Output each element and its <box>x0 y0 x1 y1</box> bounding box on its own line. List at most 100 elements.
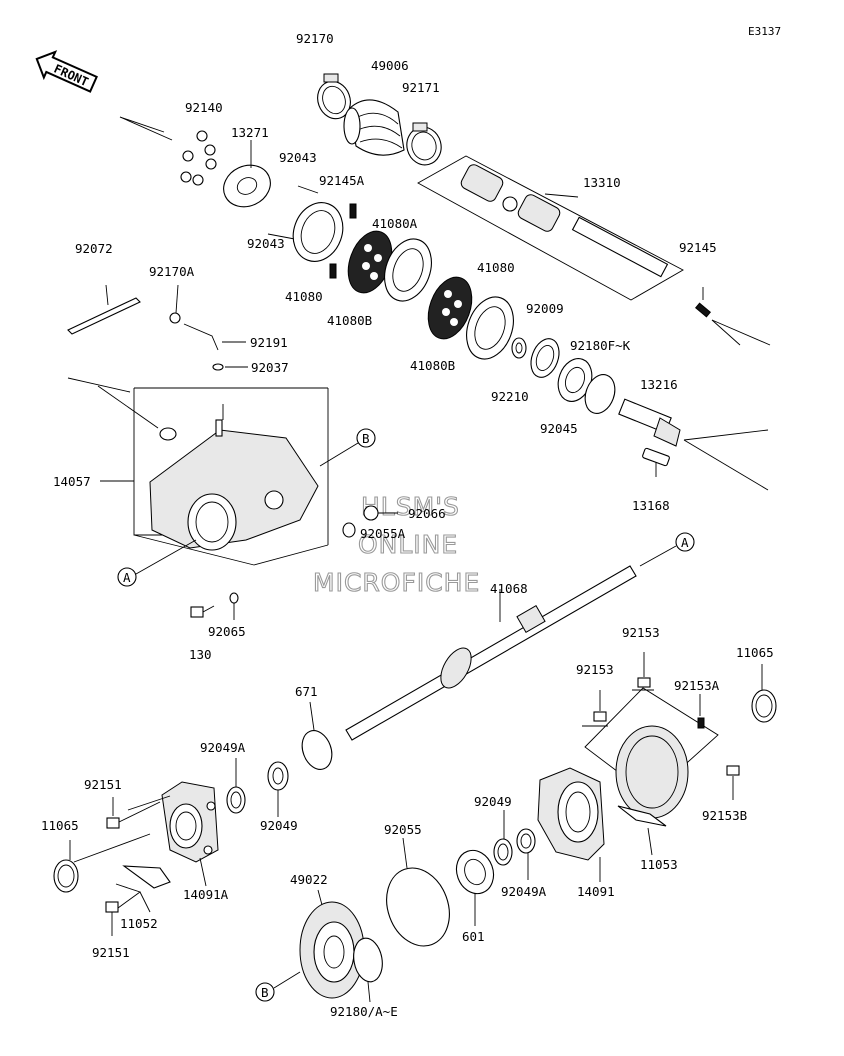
label-92055a: 92055A <box>360 526 406 541</box>
label-671: 671 <box>295 684 318 699</box>
label-41080-r: 41080 <box>477 260 515 275</box>
pins-92140 <box>119 116 217 186</box>
bolt-92170a <box>169 284 181 324</box>
bolt-92151b <box>105 901 119 936</box>
label-92171: 92171 <box>402 80 440 95</box>
seal-92049a-r <box>516 828 536 880</box>
label-11065-r: 11065 <box>736 645 774 660</box>
plate-41080-l <box>292 202 344 262</box>
label-92037: 92037 <box>251 360 289 375</box>
plate-41080a <box>384 238 432 302</box>
label-92151a: 92151 <box>84 777 122 792</box>
bolt-92153-a <box>632 652 654 691</box>
oring-92055a <box>342 522 356 538</box>
label-14091a: 14091A <box>183 887 229 902</box>
label-92145: 92145 <box>679 240 717 255</box>
front-arrow-icon: FRONT <box>35 50 98 93</box>
label-13310: 13310 <box>583 175 621 190</box>
bolt-92066 <box>363 505 398 521</box>
oring-92037 <box>212 363 248 371</box>
label-92045: 92045 <box>540 421 578 436</box>
pinion-13216 <box>618 398 769 491</box>
label-11053: 11053 <box>640 857 678 872</box>
housing-14057 <box>67 377 329 566</box>
cover-11053 <box>584 687 719 856</box>
shim-92180ae <box>353 937 383 1003</box>
label-14091: 14091 <box>577 884 615 899</box>
svg-text:MICROFICHE: MICROFICHE <box>313 568 480 597</box>
label-130: 130 <box>189 647 212 662</box>
label-92049-r: 92049 <box>474 794 512 809</box>
label-92180ae: 92180/A~E <box>330 1004 398 1019</box>
housing-14091 <box>537 767 605 882</box>
label-92145a: 92145A <box>319 173 365 188</box>
cam-13271 <box>223 140 271 208</box>
boot-49006 <box>343 99 405 156</box>
label-92065: 92065 <box>208 624 246 639</box>
label-92153B: 92153B <box>702 808 747 823</box>
tie-92072 <box>67 284 141 335</box>
label-13271: 13271 <box>231 125 269 140</box>
label-41080a: 41080A <box>372 216 418 231</box>
label-92153-b: 92153 <box>576 662 614 677</box>
label-11065-l: 11065 <box>41 818 79 833</box>
plate-41080b-r <box>427 276 473 340</box>
svg-text:A: A <box>681 535 689 550</box>
label-92210: 92210 <box>491 389 529 404</box>
seal-92009 <box>530 338 560 378</box>
label-92072: 92072 <box>75 241 113 256</box>
seal-92049a-l <box>226 758 246 814</box>
label-92153-a: 92153 <box>622 625 660 640</box>
label-92170: 92170 <box>296 31 334 46</box>
label-92180fk: 92180F~K <box>570 338 631 353</box>
label-41068: 41068 <box>490 581 528 596</box>
ring-gear-49022 <box>299 889 365 999</box>
oring-92055 <box>386 837 450 947</box>
housing-14091a <box>73 781 219 887</box>
part-labels: 92170 49006 92171 92140 13271 92043 9214… <box>41 31 774 1019</box>
label-41080b-l: 41080B <box>327 313 372 328</box>
stud-13168 <box>642 447 670 477</box>
label-92043a: 92043 <box>279 150 317 165</box>
label-13168: 13168 <box>632 498 670 513</box>
label-601: 601 <box>462 929 485 944</box>
svg-text:B: B <box>261 985 269 1000</box>
callout-a-1: A <box>117 539 197 587</box>
seal-11065-r <box>751 664 777 723</box>
label-92151b: 92151 <box>92 945 130 960</box>
stud-92153a <box>697 694 705 729</box>
label-41080b-r: 41080B <box>410 358 455 373</box>
plate-41080-r <box>466 296 514 360</box>
seal-92049-r <box>493 810 513 866</box>
label-13216: 13216 <box>640 377 678 392</box>
label-14057: 14057 <box>53 474 91 489</box>
propeller-shaft-13310 <box>417 155 684 301</box>
label-11052: 11052 <box>120 916 158 931</box>
bolt-92153-b <box>582 690 608 727</box>
bearing-601 <box>455 849 495 926</box>
bolt-92145 <box>695 287 771 346</box>
clamp-92170 <box>317 73 351 120</box>
label-92191: 92191 <box>250 335 288 350</box>
oring-671 <box>301 701 333 770</box>
clamp-92171 <box>406 122 442 166</box>
label-92049-l: 92049 <box>260 818 298 833</box>
label-92049a-l: 92049A <box>200 740 246 755</box>
label-92066: 92066 <box>408 506 446 521</box>
washer-92210 <box>511 337 527 359</box>
svg-text:A: A <box>123 570 131 585</box>
bolt-130 <box>190 605 215 618</box>
callout-b-2: B <box>255 971 301 1002</box>
callout-a-2: A <box>639 532 695 567</box>
label-92043b: 92043 <box>247 236 285 251</box>
seal-11065-l <box>53 840 79 893</box>
label-92055: 92055 <box>384 822 422 837</box>
seal-92049-l <box>267 761 289 817</box>
hose-92191 <box>183 323 246 351</box>
bracket-11052 <box>115 865 171 913</box>
svg-text:ONLINE: ONLINE <box>358 530 458 559</box>
label-92049a-r: 92049A <box>501 884 547 899</box>
label-92140: 92140 <box>185 100 223 115</box>
label-49006: 49006 <box>371 58 409 73</box>
